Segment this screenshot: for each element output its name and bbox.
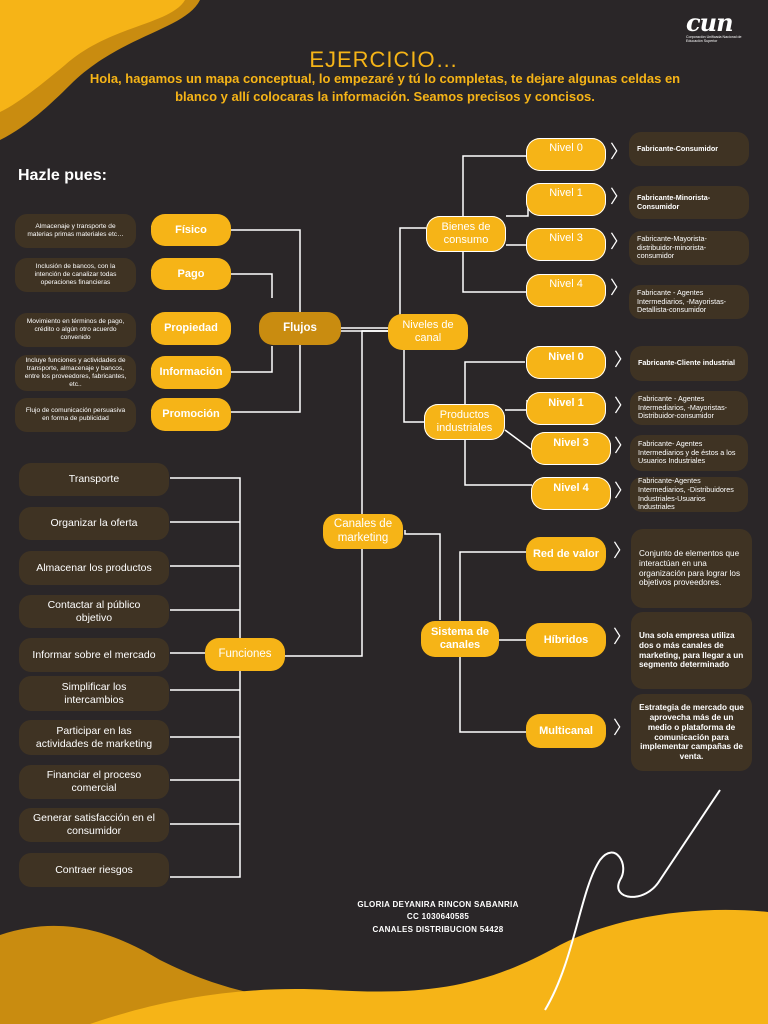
funcion-item: Contraer riesgos — [19, 853, 169, 887]
nivel-node: Nivel 0 — [526, 346, 606, 379]
chevron-right-icon: 〉 — [610, 232, 628, 253]
line-niveles-down — [403, 349, 426, 423]
cun-logo: cun Corporación Unificada Nacional de Ed… — [686, 8, 758, 48]
funcion-item: Almacenar los productos — [19, 551, 169, 585]
line-industriales-n3 — [504, 429, 533, 451]
nivel-desc: Fabricante-Agentes Intermediarios, -Dist… — [630, 476, 748, 512]
funcion-item: Simplificar los intercambios — [19, 676, 169, 711]
flujo-desc: Inclusión de bancos, con la intención de… — [15, 258, 136, 292]
sistema-desc: Una sola empresa utiliza dos o más canal… — [631, 612, 752, 689]
chevron-right-icon: 〉 — [610, 278, 628, 299]
nivel-node: Nivel 3 — [531, 432, 611, 465]
nivel-desc: Fabricante - Agentes Intermediarios, -Ma… — [630, 391, 748, 425]
nivel-desc: Fabricante-Consumidor — [629, 132, 749, 166]
chevron-right-icon: 〉 — [614, 350, 632, 371]
section-heading: Hazle pues: — [18, 167, 107, 184]
funcion-item: Organizar la oferta — [19, 507, 169, 540]
funcion-item: Participar en las actividades de marketi… — [19, 720, 169, 755]
chevron-right-icon: 〉 — [613, 541, 631, 562]
top-left-wave — [0, 0, 185, 112]
author-id: CC 1030640585 — [406, 912, 470, 922]
flujo-node: Pago — [151, 258, 231, 290]
logo-caption: Corporación Unificada Nacional de Educac… — [686, 35, 742, 44]
niveles-node: Niveles de canal — [388, 314, 468, 350]
line-funciones-bracket — [170, 477, 241, 878]
funcion-item: Informar sobre el mercado — [19, 638, 169, 672]
flujo-desc: Movimiento en términos de pago, crédito … — [15, 313, 136, 347]
center-node: Canales de marketing — [323, 514, 403, 549]
author-name: GLORIA DEYANIRA RINCON SABANRIA — [357, 900, 519, 909]
flujo-desc: Flujo de comunicación persuasiva en form… — [15, 398, 136, 432]
funcion-item: Financiar el proceso comercial — [19, 765, 169, 799]
funcion-item: Generar satisfacción en el consumidor — [19, 808, 169, 842]
line-center-trunk-up — [361, 330, 388, 515]
nivel-desc: Fabricante-Minorista-Consumidor — [629, 186, 749, 219]
line-flujos-info — [231, 346, 273, 373]
sistema-node: Red de valor — [526, 537, 606, 571]
chevron-right-icon: 〉 — [614, 436, 632, 457]
line-center-to-sistema — [404, 530, 441, 620]
bienes-consumo-node: Bienes de consumo — [426, 216, 506, 252]
chevron-right-icon: 〉 — [610, 187, 628, 208]
line-consumo-n1 — [506, 200, 529, 217]
productos-industriales-node: Productos industriales — [424, 404, 505, 440]
flujo-desc: Incluye funciones y actividades de trans… — [15, 355, 136, 391]
author-footer: GLORIA DEYANIRA RINCON SABANRIA CC 10306… — [300, 899, 576, 936]
nivel-desc: Fabricante- Agentes Intermediarios y de … — [630, 435, 748, 471]
sistema-desc: Estrategia de mercado que aprovecha más … — [631, 694, 752, 771]
logo-mark: cun — [686, 8, 734, 37]
nivel-node: Nivel 0 — [526, 138, 606, 171]
sistema-node: Multicanal — [526, 714, 606, 748]
flujo-desc: Almacenaje y transporte de materias prim… — [15, 214, 136, 248]
sistema-desc: Conjunto de elementos que interactúan en… — [631, 529, 752, 608]
line-niveles-up — [399, 227, 426, 318]
chevron-right-icon: 〉 — [614, 481, 632, 502]
chevron-right-icon: 〉 — [613, 718, 631, 739]
page-subtitle: Hola, hagamos un mapa conceptual, lo emp… — [89, 71, 681, 104]
funciones-node: Funciones — [205, 638, 285, 671]
nivel-node: Nivel 4 — [526, 274, 606, 307]
nivel-node: Nivel 1 — [526, 392, 606, 425]
nivel-desc: Fabricante-Mayorista-distribuidor-minori… — [629, 231, 749, 265]
sistema-node: Híbridos — [526, 623, 606, 657]
flujo-node: Propiedad — [151, 312, 231, 345]
flujo-node: Información — [151, 356, 231, 389]
page-title: EJERCICIO… — [309, 47, 459, 72]
line-flujos-pago — [231, 273, 273, 298]
funcion-item: Transporte — [19, 463, 169, 496]
nivel-node: Nivel 3 — [526, 228, 606, 261]
course-name: CANALES DISTRIBUCION 54428 — [372, 924, 504, 934]
line-center-trunk-down — [284, 548, 363, 657]
nivel-node: Nivel 1 — [526, 183, 606, 216]
chevron-right-icon: 〉 — [613, 627, 631, 648]
chevron-right-icon: 〉 — [614, 396, 632, 417]
nivel-desc: Fabricante - Agentes Intermediarios, -Ma… — [629, 285, 749, 319]
flujo-node: Promoción — [151, 398, 231, 431]
nivel-desc: Fabricante-Cliente industrial — [630, 346, 748, 381]
flujos-node: Flujos — [259, 312, 341, 345]
line-industriales-n1 — [505, 400, 528, 411]
flujo-node: Físico — [151, 214, 231, 246]
sistema-node: Sistema de canales — [421, 621, 499, 657]
bottom-swirl-line — [544, 789, 721, 1011]
bottom-wave — [90, 909, 768, 1024]
nivel-node: Nivel 4 — [531, 477, 611, 510]
funcion-item: Contactar al público objetivo — [19, 595, 169, 628]
chevron-right-icon: 〉 — [610, 142, 628, 163]
